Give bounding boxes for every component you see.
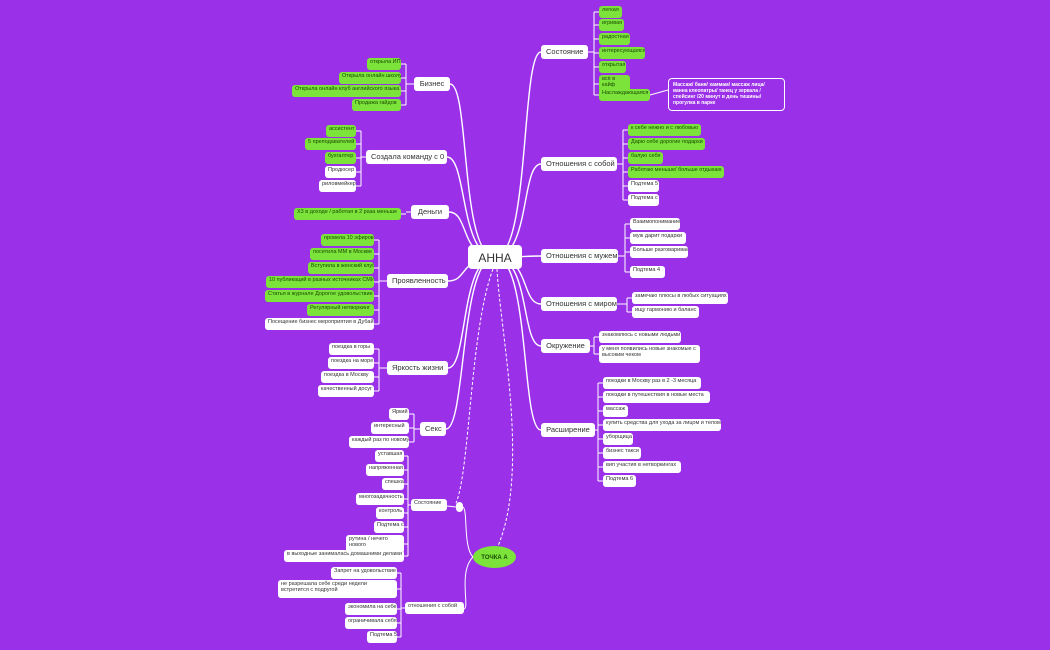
point-a-state[interactable]: Состояние <box>411 499 447 511</box>
point-a-leaf-self-2[interactable]: экономила на себе <box>345 603 397 615</box>
branch-state[interactable]: Состояние <box>541 45 588 59</box>
leaf-state-3[interactable]: интересующаяся <box>599 47 645 59</box>
point-a-self[interactable]: отношения с собой <box>405 602 464 614</box>
point-a-leaf-self-1[interactable]: не разрешала себе среди недели встретитс… <box>278 580 397 598</box>
leaf-state-5[interactable]: всё в кайф <box>599 75 630 93</box>
leaf-show-0[interactable]: провела 10 эфиров <box>321 234 374 246</box>
branch-team[interactable]: Создала команду с 0 <box>366 150 447 164</box>
leaf-expand-1[interactable]: поездки в путешествия в новые места <box>603 391 710 403</box>
point-a-leaf-state-6[interactable]: рутина / нечего нового <box>346 535 404 553</box>
point-a-leaf-state-3[interactable]: многозадачность <box>356 493 404 505</box>
point-a-leaf-state-0[interactable]: уставшая <box>375 450 404 462</box>
branch-bright[interactable]: Яркость жизни <box>387 361 448 375</box>
leaf-state-1[interactable]: игривая <box>599 19 624 31</box>
leaf-bright-3[interactable]: качественный досуг <box>318 385 374 397</box>
leaf-team-2[interactable]: бухгалтер <box>325 152 356 164</box>
leaf-expand-3[interactable]: купить средства для ухода за лицом и тел… <box>603 419 721 431</box>
point-a-leaf-state-4[interactable]: контроль <box>376 507 404 519</box>
leaf-env-0[interactable]: знакомлюсь с новыми людьми <box>599 331 681 343</box>
leaf-expand-7[interactable]: Подтема 6 <box>603 475 636 487</box>
branch-link <box>447 256 496 369</box>
leaf-team-4[interactable]: риловмейкер <box>319 180 356 192</box>
leaf-show-1[interactable]: посетила ММ в Москве <box>310 248 374 260</box>
leaf-show-4[interactable]: Статья в журнале Дорогое удовольствие <box>265 290 374 302</box>
leaf-self-1[interactable]: Дарю себе дорогие подарки <box>628 138 705 150</box>
collapse-handle[interactable] <box>456 502 463 512</box>
point-a-node[interactable]: ТОЧКА А <box>473 546 516 568</box>
leaf-expand-0[interactable]: поездки в Москву раз в 2 -3 месяца <box>603 377 701 389</box>
leaf-biz-2[interactable]: Открыла онлайн клуб английского языка <box>292 85 401 97</box>
leaf-state-0[interactable]: легкая <box>599 6 622 18</box>
leaf-state-2[interactable]: радостная <box>599 33 630 45</box>
leaf-husband-2[interactable]: Больше разговариваем <box>630 246 688 258</box>
leaf-sex-0[interactable]: Яркий <box>389 408 409 420</box>
point-a-leaf-self-0[interactable]: Запрет на удовольствие <box>331 567 397 579</box>
branch-expand[interactable]: Расширение <box>541 423 595 437</box>
leaf-team-1[interactable]: 5 преподавателей <box>305 138 356 150</box>
leaf-husband-1[interactable]: муж дарит подарки <box>630 232 686 244</box>
branch-link <box>494 256 542 431</box>
leaf-show-6[interactable]: Посещение бизнес мероприятия в Дубай <box>265 318 374 330</box>
leaf-show-5[interactable]: Регулярный нетворкинг <box>307 304 374 316</box>
leaf-biz-0[interactable]: открыла ИП <box>367 58 401 70</box>
point-a-leaf-state-5[interactable]: Подтема с <box>374 521 404 533</box>
dashed-link <box>496 268 514 547</box>
point-a-link <box>446 505 457 508</box>
leaf-env-1[interactable]: у меня появились новые знакомые с высоки… <box>599 345 700 363</box>
leaf-husband-0[interactable]: Взаимопонимание <box>630 218 680 230</box>
point-a-leaf-state-1[interactable]: напряженная <box>366 464 404 476</box>
branch-show[interactable]: Проявленность <box>387 274 448 288</box>
leaf-expand-5[interactable]: бизнес такси <box>603 447 641 459</box>
branch-world[interactable]: Отношения с миром <box>541 297 617 311</box>
leaf-bright-1[interactable]: поездка на море <box>328 357 374 369</box>
branch-env[interactable]: Окружение <box>541 339 590 353</box>
dashed-link <box>455 268 494 504</box>
center-node[interactable]: АННА <box>468 245 522 269</box>
point-a-leaf-self-4[interactable]: Подтема 5 <box>367 631 397 643</box>
leaf-sex-2[interactable]: каждый раз по новому <box>349 436 409 448</box>
leaf-self-4[interactable]: Подтема 5 <box>628 180 659 192</box>
branch-self[interactable]: Отношения с собой <box>541 157 617 171</box>
branch-money[interactable]: Деньги <box>411 205 449 219</box>
leaf-sex-1[interactable]: интересный <box>371 422 409 434</box>
callout-link <box>649 89 669 96</box>
leaf-self-3[interactable]: Работаю меньше/ больше отдыхаю <box>628 166 724 178</box>
leaf-expand-2[interactable]: массаж <box>603 405 628 417</box>
leaf-expand-4[interactable]: уборщица <box>603 433 633 445</box>
leaf-state-4[interactable]: открытая <box>599 61 626 73</box>
point-a-leaf-state-7[interactable]: в выходные занималась домашними делами <box>284 550 404 562</box>
branch-link <box>494 163 542 258</box>
callout-note[interactable]: Массаж/ баня/ хаммам/ массаж лица/ ванна… <box>668 78 785 111</box>
point-a-link <box>462 506 474 558</box>
branch-husband[interactable]: Отношения с мужем <box>541 249 618 263</box>
branch-link <box>494 51 542 258</box>
branch-biz[interactable]: Бизнес <box>414 77 450 91</box>
leaf-world-0[interactable]: замечаю плюсы в любых ситуациях <box>632 292 728 304</box>
leaf-biz-1[interactable]: Открыла онлайн школу <box>339 72 401 84</box>
leaf-self-2[interactable]: балую себя <box>628 152 663 164</box>
leaf-biz-3[interactable]: Продажа гайдов <box>352 99 401 111</box>
leaf-bright-0[interactable]: поездка в горы <box>329 343 374 355</box>
leaf-show-2[interactable]: Вступила в женский клуб <box>308 262 374 274</box>
leaf-self-5[interactable]: Подтема с <box>628 194 659 206</box>
branch-sex[interactable]: Секс <box>420 422 446 436</box>
leaf-money-0[interactable]: Х3 в доходе / работая в 2 раза меньше <box>294 208 401 220</box>
leaf-state-6[interactable]: Наслаждающаяся <box>599 89 650 101</box>
leaf-bright-2[interactable]: поездка в Москву <box>321 371 374 383</box>
leaf-team-0[interactable]: ассистент <box>326 125 356 137</box>
point-a-leaf-state-2[interactable]: спешка <box>382 478 404 490</box>
point-a-link <box>463 556 474 610</box>
leaf-world-1[interactable]: ищу гармонию и баланс <box>632 306 699 318</box>
leaf-self-0[interactable]: к себе нежно и с любовью <box>628 124 701 136</box>
leaf-husband-3[interactable]: Подтема 4 <box>630 266 665 278</box>
point-a-leaf-self-3[interactable]: ограничивала себя <box>345 617 397 629</box>
leaf-expand-6[interactable]: вип участия в нетворкингах <box>603 461 681 473</box>
leaf-show-3[interactable]: 10 публикаций в разных источниках СМИ <box>266 276 374 288</box>
leaf-team-3[interactable]: Продюсер <box>325 166 356 178</box>
